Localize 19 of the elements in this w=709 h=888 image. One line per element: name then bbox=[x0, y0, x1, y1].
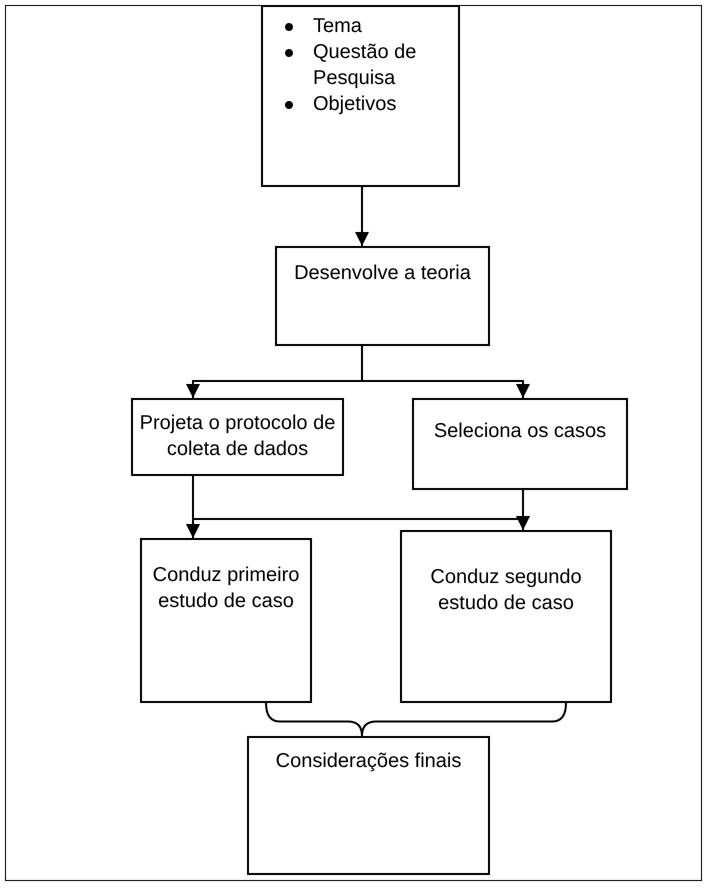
process-box bbox=[140, 538, 312, 703]
box-label: Projeta o protocolo de coleta de dados bbox=[139, 411, 336, 462]
bullet-item: Questão de Pesquisa bbox=[283, 39, 448, 91]
bullet-item: Tema bbox=[283, 13, 362, 39]
box-label: Desenvolve a teoria bbox=[294, 261, 471, 286]
arrow bbox=[516, 490, 530, 530]
process-box bbox=[412, 398, 628, 490]
process-box bbox=[261, 5, 460, 187]
arrow bbox=[355, 187, 369, 246]
process-box bbox=[400, 530, 612, 703]
box-label: Seleciona os casos bbox=[434, 419, 606, 444]
process-box bbox=[131, 398, 344, 476]
box-label: Conduz segundo estudo de caso bbox=[429, 565, 583, 616]
box-label: Considerações finais bbox=[276, 749, 462, 774]
bullet-item: Objetivos bbox=[283, 91, 396, 117]
process-box bbox=[247, 736, 490, 875]
box-label: Conduz primeiro estudo de caso bbox=[152, 563, 300, 614]
brace-connector bbox=[361, 702, 567, 736]
process-box bbox=[275, 246, 490, 346]
